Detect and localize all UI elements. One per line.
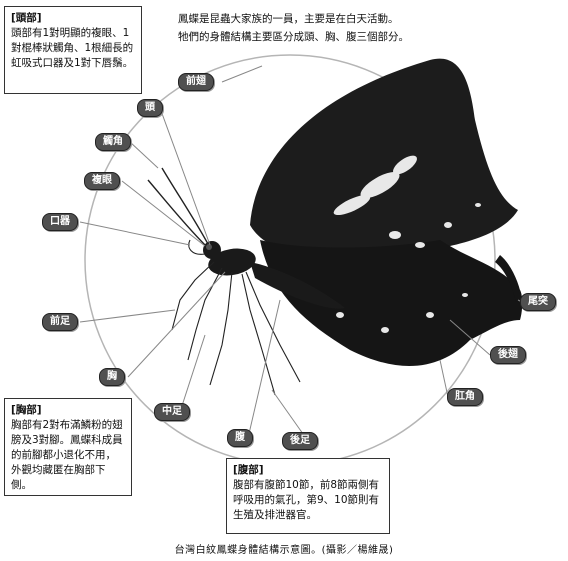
label-midleg: 中足	[154, 403, 190, 421]
antenna-shape	[161, 167, 209, 245]
intro-text: 鳳蝶是昆蟲大家族的一員，主要是在白天活動。 牠們的身體結構主要區分成頭、胸、腹三…	[178, 10, 478, 46]
wing-spot	[389, 231, 401, 239]
wing-spot	[333, 194, 371, 216]
wing-spot	[415, 242, 425, 248]
proboscis-shape	[188, 239, 206, 255]
label-abdomen: 腹	[227, 429, 253, 447]
label-foreleg: 前足	[42, 313, 78, 331]
leg-shape	[209, 271, 233, 386]
forewing-shape	[250, 58, 518, 258]
wing-spot	[360, 172, 400, 198]
compound-eye-shape	[206, 244, 212, 250]
hindwing-shape	[260, 240, 523, 367]
abdomen-info-box: [腹部] 腹部有腹節10節，前8節兩側有呼吸用的氣孔，第9、10節則有生殖及排泄…	[226, 458, 390, 534]
label-tail: 尾突	[520, 293, 556, 311]
abdomen-info-title: [腹部]	[233, 464, 264, 476]
wing-spot	[426, 312, 434, 318]
wing-spot	[336, 312, 344, 318]
thorax-info-text: 胸部有2對布滿鱗粉的翅膀及3對腳。鳳蝶科成員的前腳都小退化不用，外觀均藏匿在胸部…	[11, 419, 123, 491]
leg-shape	[241, 273, 276, 396]
wing-spot	[444, 222, 452, 228]
wing-spot	[462, 293, 468, 297]
abdomen-info-text: 腹部有腹節10節，前8節兩側有呼吸用的氣孔，第9、10節則有生殖及排泄器官。	[233, 479, 380, 521]
wing-spot	[475, 203, 481, 207]
leg-shape	[245, 271, 301, 383]
thorax-info-title: [胸部]	[11, 404, 42, 416]
head-info-box: [頭部] 頭部有1對明顯的複眼、1對棍棒狀觸角、1根細長的虹吸式口器及1對下唇鬚…	[4, 6, 142, 94]
label-mouthparts: 口器	[42, 213, 78, 231]
antenna-shape	[147, 179, 207, 247]
figure-caption: 台灣白紋鳳蝶身體結構示意圖。(攝影／楊維晟)	[174, 545, 394, 556]
intro-line-1: 鳳蝶是昆蟲大家族的一員，主要是在白天活動。	[178, 13, 399, 25]
wing-spot	[393, 155, 417, 175]
head-info-text: 頭部有1對明顯的複眼、1對棍棒狀觸角、1根細長的虹吸式口器及1對下唇鬚。	[11, 27, 134, 69]
thorax-info-box: [胸部] 胸部有2對布滿鱗粉的翅膀及3對腳。鳳蝶科成員的前腳都小退化不用，外觀均…	[4, 398, 132, 496]
label-thorax: 胸	[99, 368, 125, 386]
intro-line-2: 牠們的身體結構主要區分成頭、胸、腹三個部分。	[178, 31, 409, 43]
head-info-title: [頭部]	[11, 12, 42, 24]
label-head: 頭	[137, 99, 163, 117]
label-anal-angle: 肛角	[447, 388, 483, 406]
label-hindwing: 後翅	[490, 346, 526, 364]
leader-lines	[79, 65, 523, 442]
label-compound-eye: 複眼	[84, 172, 120, 190]
label-antenna: 觸角	[95, 133, 131, 151]
label-forewing: 前翅	[178, 73, 214, 91]
wing-spot	[381, 327, 389, 333]
label-hindleg: 後足	[282, 432, 318, 450]
thorax-shape	[208, 248, 256, 276]
leg-shape	[171, 261, 215, 331]
tail-shape	[495, 255, 522, 302]
abdomen-shape	[250, 262, 345, 309]
head-shape	[203, 241, 221, 259]
